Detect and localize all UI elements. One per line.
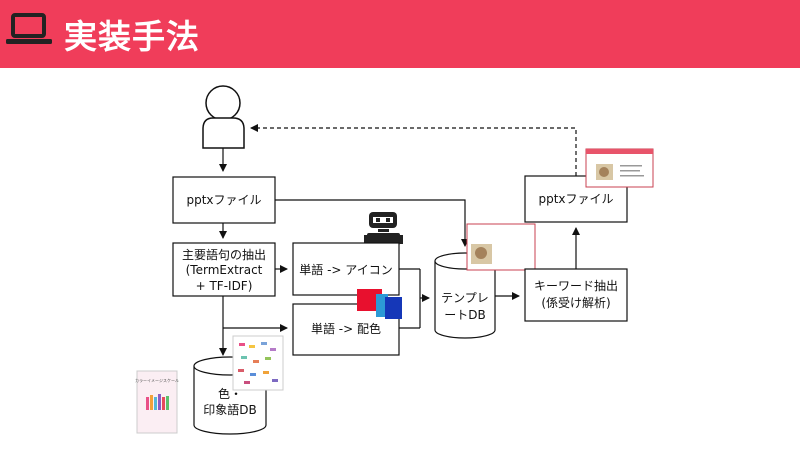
extract-line-3: + TF-IDF): [196, 279, 253, 293]
arrow-pptx-to-template: [275, 199, 469, 247]
header-bar: [0, 0, 800, 68]
laptop-icon: [6, 13, 52, 44]
user-icon: [202, 85, 245, 149]
pptx-output-label: pptxファイル: [538, 192, 613, 206]
color-chart-thumbnail: [232, 335, 284, 391]
template-db-line-1: テンプレ: [441, 291, 489, 305]
output-slide-thumbnail: [585, 148, 654, 188]
extract-line-2: (TermExtract: [186, 263, 263, 277]
keyword-line-1: キーワード抽出: [534, 279, 618, 293]
keyword-line-2: (係受け解析): [541, 296, 610, 310]
color-db-line-2: 印象語DB: [203, 402, 256, 417]
template-db-line-2: ートDB: [444, 308, 485, 322]
pptx-input-label: pptxファイル: [186, 193, 261, 207]
extract-line-1: 主要語句の抽出: [182, 247, 266, 262]
robot-icon: [364, 212, 403, 245]
term-extract-box: [172, 242, 276, 297]
keyword-extract-box: [524, 268, 628, 322]
dashed-return-arrow: [250, 124, 577, 176]
color-scale-book-thumbnail: カラーイメージスケール: [135, 370, 179, 434]
word-to-color-label: 単語 -> 配色: [311, 321, 381, 336]
word-to-icon-label: 単語 -> アイコン: [299, 262, 392, 277]
page-title: 実装手法: [64, 17, 200, 56]
template-slide-thumbnail: [466, 223, 536, 271]
word-to-icon-box: [292, 242, 400, 296]
color-swatches: [357, 289, 402, 319]
book-cover-title: カラーイメージスケール: [135, 377, 179, 383]
